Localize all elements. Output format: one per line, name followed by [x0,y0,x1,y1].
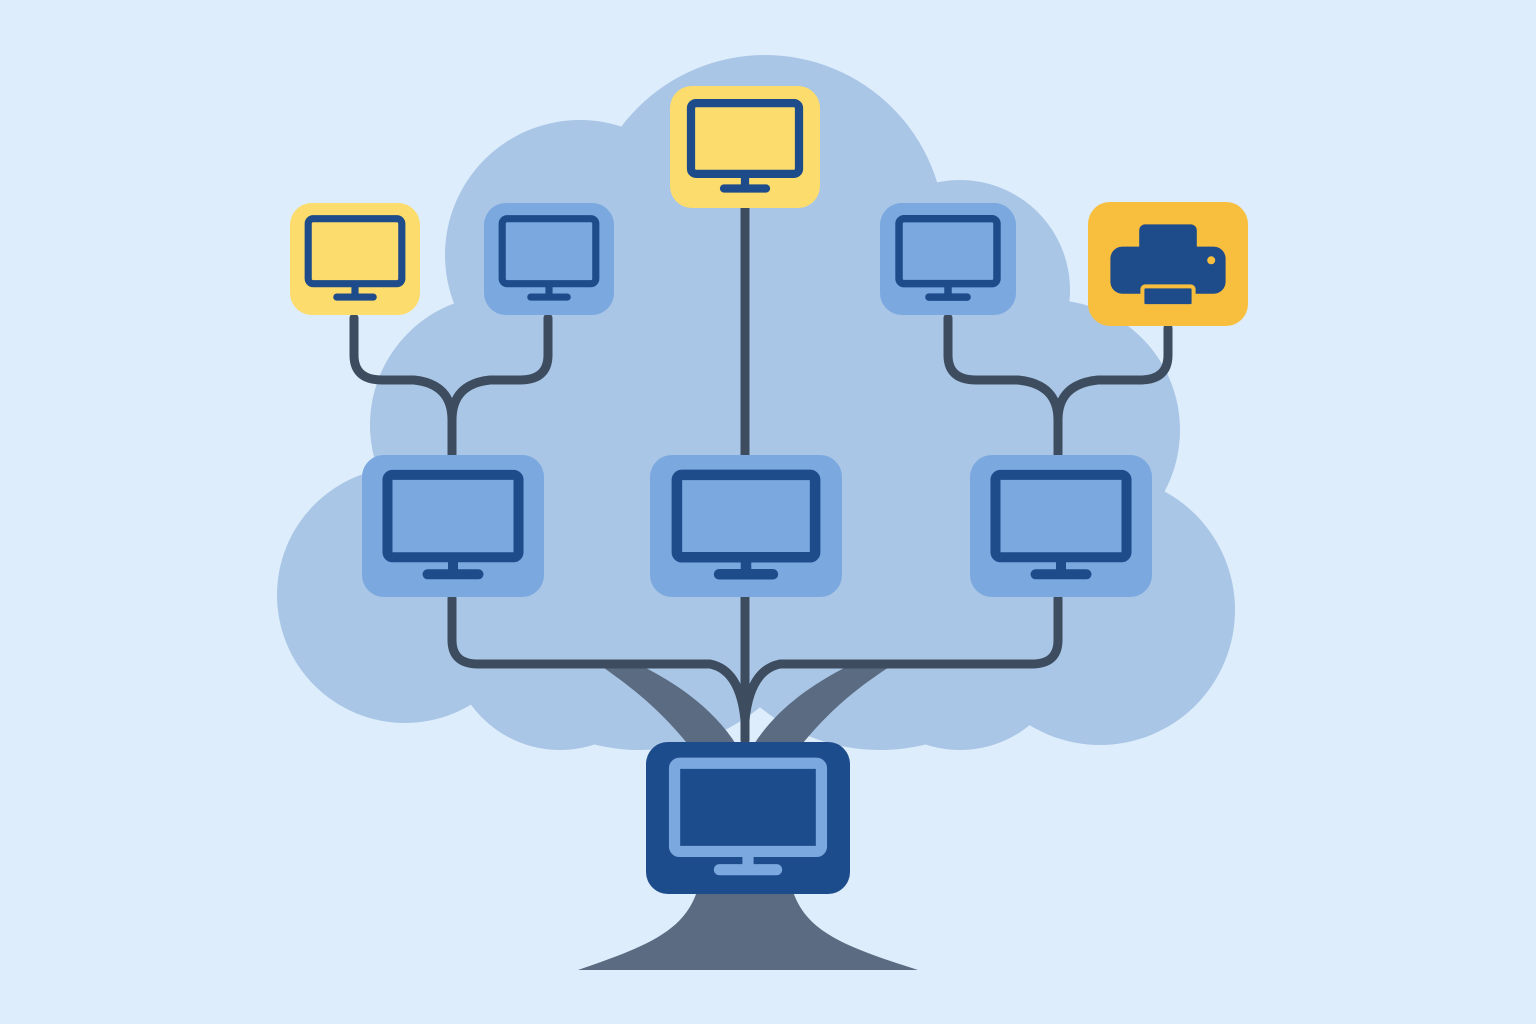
node-mid-center [650,455,842,597]
network-nodes [290,86,1248,894]
monitor-icon [990,469,1132,580]
node-root [646,742,850,894]
cable-left-branch [349,313,553,460]
node-mid-right [970,455,1152,597]
node-mid-left [362,455,544,597]
node-leaf-left-yellow [290,203,420,315]
node-leaf-printer [1088,202,1248,326]
node-leaf-right-blue [880,203,1016,315]
monitor-icon [671,469,821,580]
monitor-icon [895,214,1001,301]
cable-root-to-right-hub [740,593,1063,725]
monitor-icon [686,98,804,193]
monitor-icon [382,469,524,580]
printer-icon [1110,224,1226,309]
network-cables [349,203,1173,745]
cable-right-branch [943,313,1173,460]
monitor-icon [668,757,828,876]
node-leaf-left-blue [484,203,614,315]
monitor-icon [498,215,600,301]
node-top-center [670,86,820,208]
monitor-icon [304,215,406,301]
